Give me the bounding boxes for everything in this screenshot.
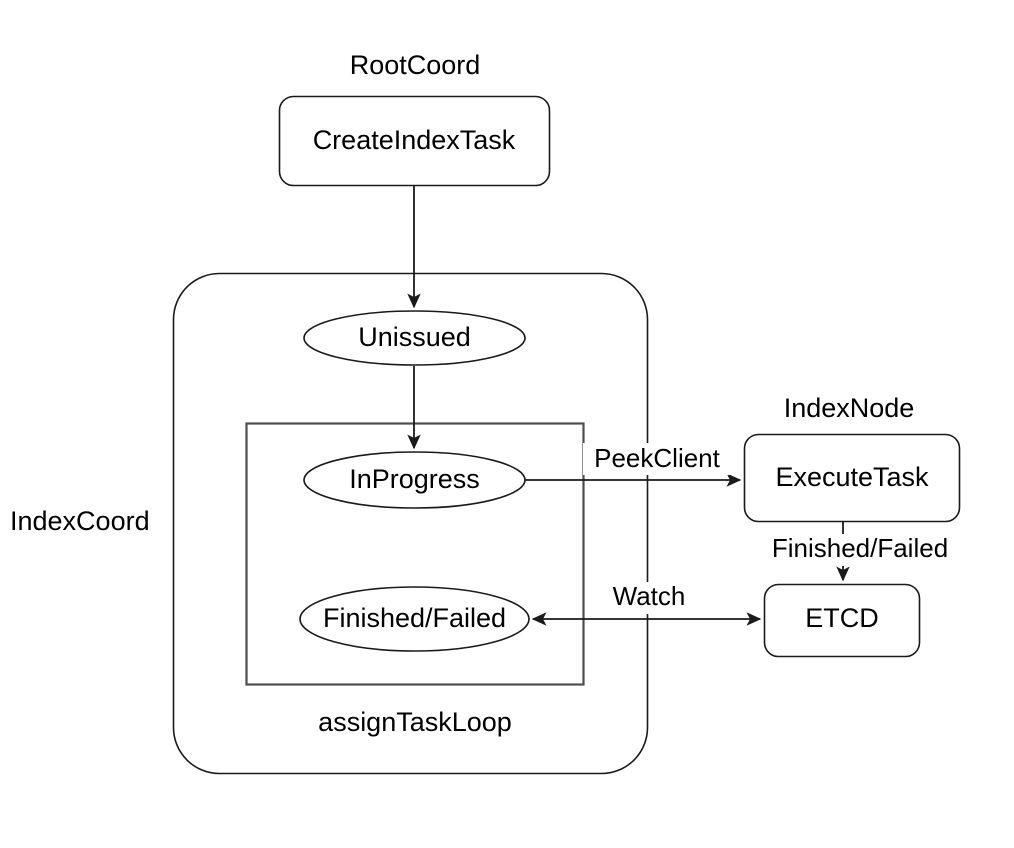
group-label-rootcoord: RootCoord [350, 50, 481, 80]
edge-label-watch: Watch [613, 581, 686, 611]
node-label-inprogress: InProgress [349, 464, 480, 494]
node-inprogress[interactable] [303, 451, 526, 509]
node-label-create-index-task: CreateIndexTask [313, 125, 516, 155]
edge-label-bg-watch [604, 582, 694, 614]
node-etcd[interactable] [763, 583, 921, 658]
node-label-unissued: Unissued [358, 322, 471, 352]
edge-label-bg-peekclient [583, 443, 731, 475]
edge-label-group-finished-failed: Finished/Failed [757, 533, 963, 566]
group-label-indexcoord: IndexCoord [10, 506, 150, 536]
group-label-indexnode: IndexNode [784, 393, 915, 423]
node-label-execute-task: ExecuteTask [775, 462, 929, 492]
edge-label-peekclient: PeekClient [594, 443, 721, 473]
node-label-etcd: ETCD [805, 603, 879, 633]
group-label-assigntaskloop: assignTaskLoop [318, 707, 512, 737]
edge-label-finished-failed: Finished/Failed [772, 533, 948, 563]
edge-label-group-peekclient: PeekClient [583, 443, 731, 475]
node-execute-task[interactable] [743, 433, 961, 523]
node-unissued[interactable] [303, 310, 526, 366]
node-create-index-task[interactable] [278, 95, 551, 187]
edge-label-group-watch: Watch [604, 581, 694, 614]
node-finished-failed-state[interactable] [299, 586, 530, 652]
node-label-finished-failed-state: Finished/Failed [323, 603, 506, 633]
edge-label-bg-finished-failed [757, 534, 963, 566]
